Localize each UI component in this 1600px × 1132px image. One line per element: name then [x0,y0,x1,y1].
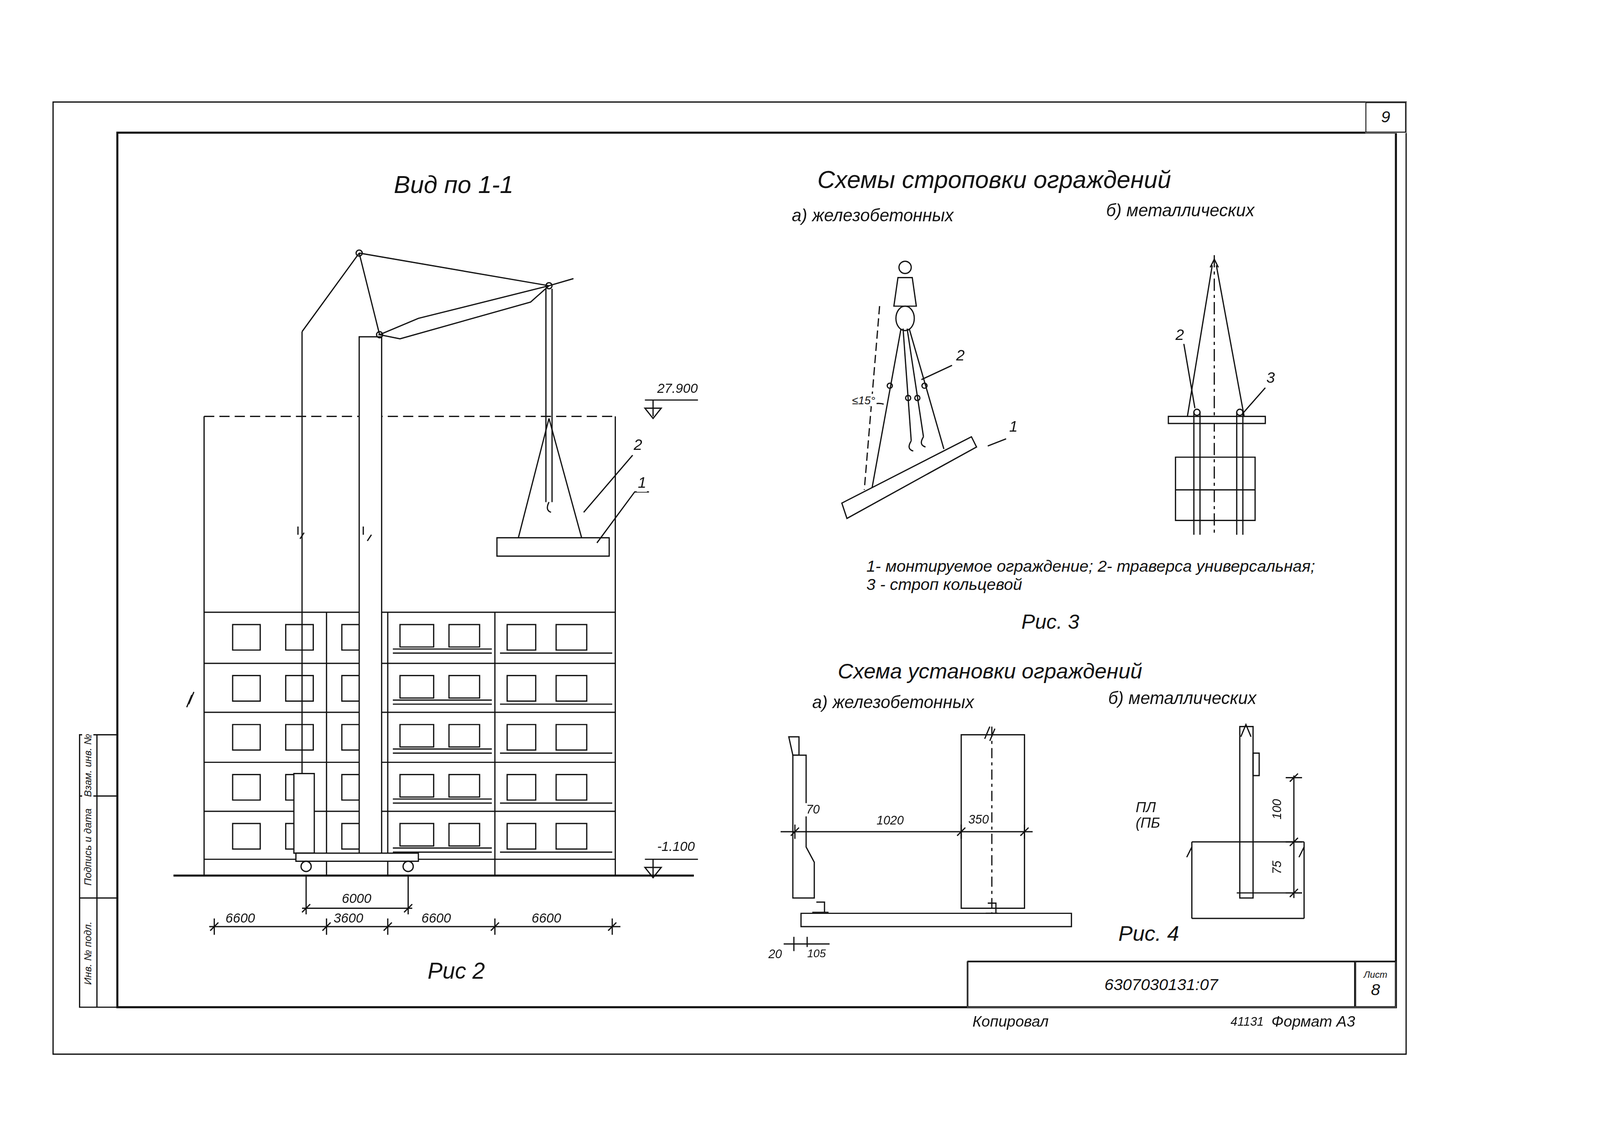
elevation: 27.900 [656,381,699,397]
stamp-note: Копировал [971,1013,1050,1031]
view-title: Вид по 1-1 [392,171,515,199]
section-title: Схемы строповки ограждений [816,166,1173,194]
dimension: 350 [967,813,990,827]
callout-number: 2 [1174,326,1185,344]
dimension: 3600 [332,911,365,926]
callout-number: 1 [1008,418,1019,436]
dimension: 100 [1270,797,1284,821]
slinging-rc [841,261,1006,519]
callout-number: 2 [954,346,966,364]
installation-rc [780,726,1072,951]
figure-caption: Рис 2 [426,958,486,984]
subtitle: а) железобетонных [790,207,955,227]
dimension: 20 [767,948,783,962]
stamp-field: Подпись и дата [82,807,94,887]
sheet-box: Лист8 [1355,961,1396,1008]
dimension: 6000 [340,891,373,907]
document-code-box: 6307030131:07 [967,961,1356,1008]
dimension: 70 [805,802,821,817]
dimension: 1020 [875,814,905,828]
section-title: Схема установки ограждений [836,659,1144,683]
dimension: 6600 [224,911,256,926]
dimension: 75 [1270,859,1284,876]
callout-number: 1 [636,474,648,492]
dimension: 6600 [420,911,452,926]
stamp-field: Инв. № подл. [82,920,94,986]
tower-crane [293,250,610,872]
dimension: 105 [806,947,828,960]
stamp-field: Взам. инв. № [82,732,94,798]
node-text: Лист [1363,969,1388,980]
subtitle: б) металлических [1107,689,1258,709]
node-text: 6307030131:07 [1104,975,1219,994]
outer-frame [52,102,1407,1055]
dimension: 6600 [530,911,563,926]
panel [496,537,610,557]
leader-line [596,491,649,543]
figure-caption: Рис. 3 [1020,609,1081,633]
sheet-number-box: 9 [1365,102,1407,133]
building [173,416,694,876]
subtitle: а) железобетонных [811,693,975,714]
installation-metal [1186,724,1304,919]
elevation-mark [645,400,699,878]
inner-frame [117,132,1396,1008]
material-mark: ПЛ (ПБ [1134,800,1172,832]
slinging-metal [1168,255,1266,536]
stamp-note: 41131 [1229,1015,1265,1029]
node-text: 9 [1381,108,1391,127]
stamp-note: Формат А3 [1270,1013,1357,1031]
callout-number: 3 [1265,369,1276,387]
node-text: 8 [1370,980,1381,999]
dimension-line [209,875,621,935]
elevation: -1.100 [656,839,696,855]
figure-caption: Рис. 4 [1117,921,1181,946]
legend-note: 1- монтируемое ограждение; 2- траверса у… [865,557,1327,594]
subtitle: б) металлических [1104,202,1256,222]
angle: ≤15° [850,393,876,407]
callout-number: 2 [632,436,644,454]
